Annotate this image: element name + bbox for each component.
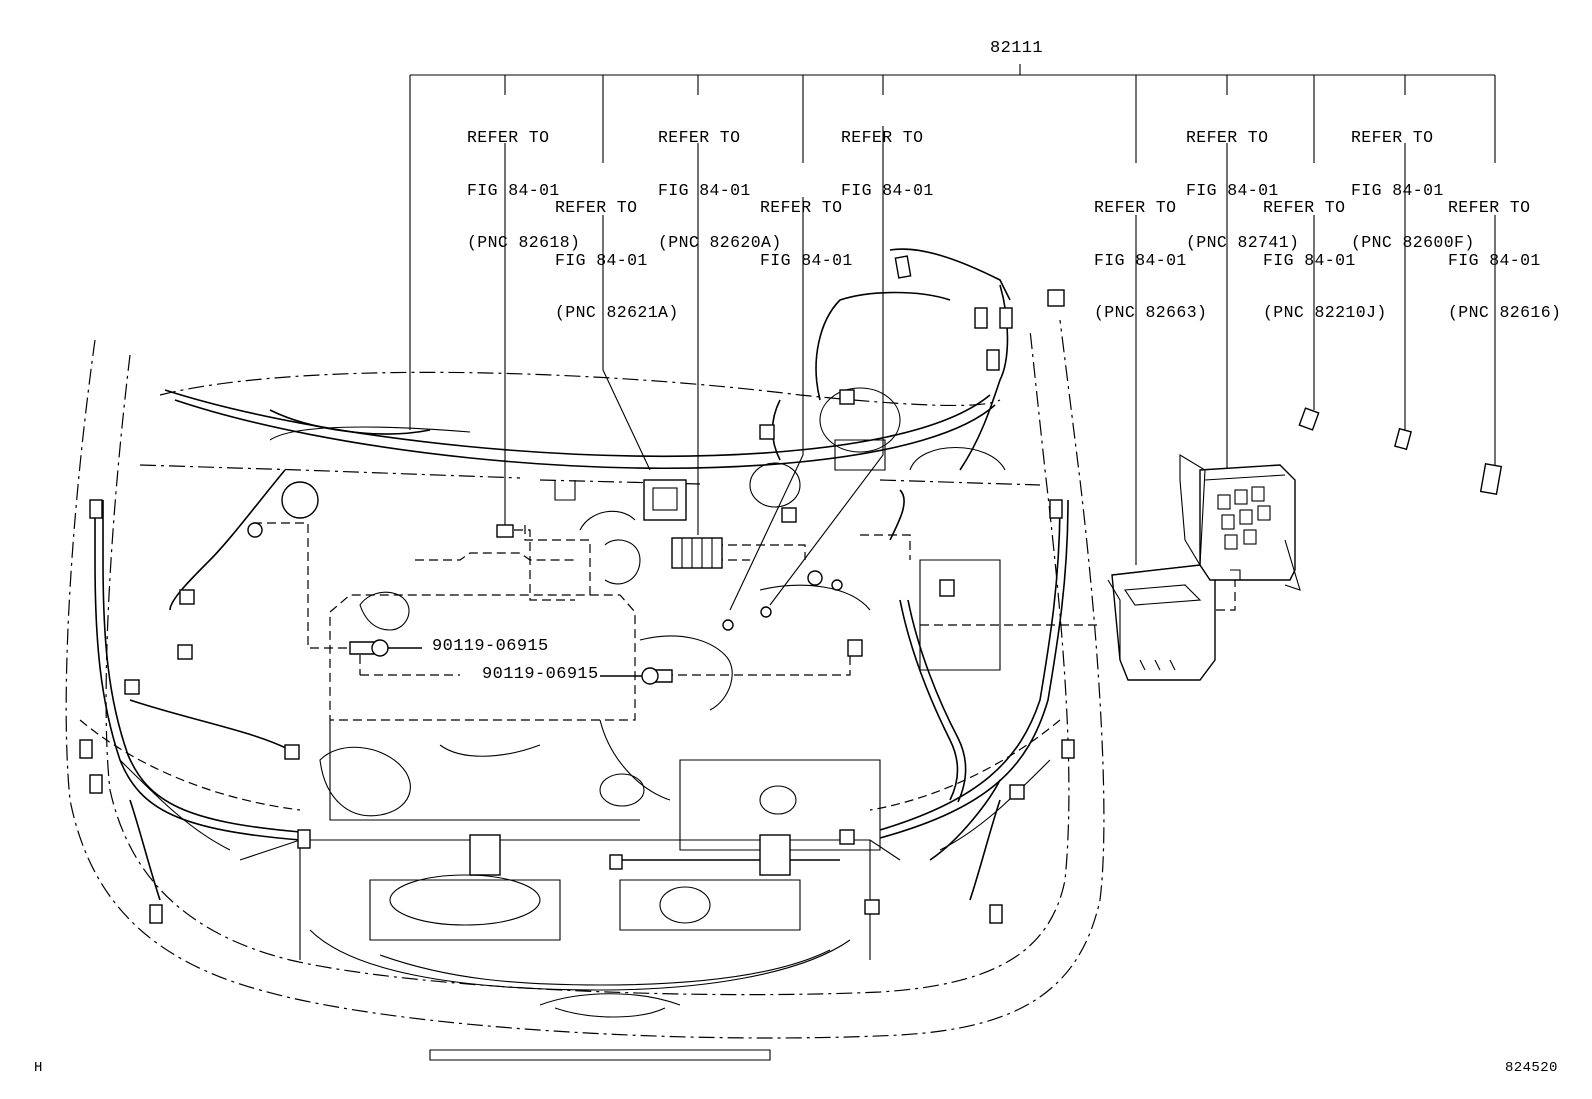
relay-block bbox=[1107, 564, 1216, 681]
callout-line: FIG 84-01 bbox=[1448, 250, 1541, 270]
callout-line: FIG 84-01 bbox=[555, 250, 648, 270]
callout-line: (PNC 82620A) bbox=[658, 233, 782, 252]
wire-harness bbox=[94, 248, 1069, 901]
callout-line: FIG 84-01 bbox=[1263, 250, 1356, 270]
leader-lines bbox=[409, 64, 1496, 611]
bolt-part-number-lower: 90119-06915 bbox=[482, 665, 599, 684]
callout-fig-84-01-a: REFER TO FIG 84-01 bbox=[760, 164, 853, 304]
callout-pnc-82616: REFER TO FIG 84-01 (PNC 82616) bbox=[1448, 164, 1561, 357]
callout-line: REFER TO bbox=[1094, 198, 1177, 217]
vehicle-body-outline bbox=[65, 319, 1105, 1061]
callout-line: FIG 84-01 bbox=[467, 180, 560, 200]
callout-fig-84-01-b: REFER TO FIG 84-01 bbox=[841, 94, 934, 234]
callout-pnc-82620a: REFER TO FIG 84-01 (PNC 82620A) bbox=[658, 94, 782, 287]
main-part-number: 82111 bbox=[990, 39, 1044, 58]
callout-line: REFER TO bbox=[658, 128, 741, 147]
callout-line: REFER TO bbox=[841, 128, 924, 147]
callout-line: FIG 84-01 bbox=[760, 250, 853, 270]
callout-line: REFER TO bbox=[1263, 198, 1346, 217]
callout-pnc-82621a: REFER TO FIG 84-01 (PNC 82621A) bbox=[555, 164, 679, 357]
callout-line: FIG 84-01 bbox=[841, 180, 934, 200]
callout-line: REFER TO bbox=[760, 198, 843, 217]
callout-line: REFER TO bbox=[1186, 128, 1269, 147]
callout-line: REFER TO bbox=[1448, 198, 1531, 217]
callout-pnc-82600f: REFER TO FIG 84-01 (PNC 82600F) bbox=[1351, 94, 1475, 287]
callout-line: REFER TO bbox=[555, 198, 638, 217]
callout-line: (PNC 82210J) bbox=[1263, 303, 1387, 322]
bolt-icons bbox=[349, 639, 673, 685]
callout-line: (PNC 82618) bbox=[467, 233, 581, 252]
engine-area bbox=[319, 387, 1006, 941]
callout-line: FIG 84-01 bbox=[1186, 180, 1279, 200]
callout-line: FIG 84-01 bbox=[1351, 180, 1444, 200]
callout-line: (PNC 82616) bbox=[1448, 303, 1562, 322]
callout-line: (PNC 82741) bbox=[1186, 233, 1300, 252]
connectors bbox=[79, 255, 1503, 924]
fuse-box bbox=[1179, 454, 1301, 591]
callout-pnc-82663: REFER TO FIG 84-01 (PNC 82663) bbox=[1094, 164, 1207, 357]
callout-line: REFER TO bbox=[1351, 128, 1434, 147]
corner-mark: H bbox=[34, 1060, 43, 1076]
callout-line: (PNC 82663) bbox=[1094, 303, 1208, 322]
callout-pnc-82210j: REFER TO FIG 84-01 (PNC 82210J) bbox=[1263, 164, 1387, 357]
callout-line: REFER TO bbox=[467, 128, 550, 147]
callout-line: FIG 84-01 bbox=[658, 180, 751, 200]
callout-pnc-82618: REFER TO FIG 84-01 (PNC 82618) bbox=[467, 94, 580, 287]
callout-line: (PNC 82621A) bbox=[555, 303, 679, 322]
callout-line: (PNC 82600F) bbox=[1351, 233, 1475, 252]
bolt-part-number-upper: 90119-06915 bbox=[432, 637, 549, 656]
callout-line: FIG 84-01 bbox=[1094, 250, 1187, 270]
callout-pnc-82741: REFER TO FIG 84-01 (PNC 82741) bbox=[1186, 94, 1299, 287]
illustration-number: 824520 bbox=[1505, 1060, 1558, 1076]
